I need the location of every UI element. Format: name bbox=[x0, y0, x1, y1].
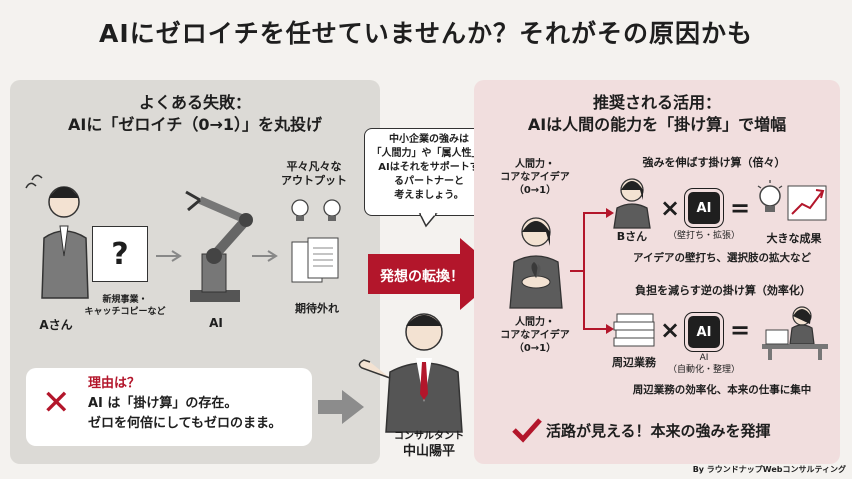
reason-box bbox=[26, 368, 312, 446]
person-a-illustration bbox=[25, 174, 89, 299]
row2-title: 負担を減らす逆の掛け算（効率化） bbox=[635, 284, 811, 297]
dim-lightbulb-icons bbox=[291, 199, 341, 221]
row2-times: × bbox=[660, 316, 681, 344]
question-box: ? bbox=[92, 226, 148, 282]
ai-label: AI bbox=[209, 316, 223, 330]
row2-left-label: 周辺業務 bbox=[612, 356, 656, 369]
credit: By ラウンドナップWebコンサルティング bbox=[692, 465, 846, 474]
bubble-line5: 考えましょう。 bbox=[394, 190, 464, 201]
box-label: 新規事業・ キャッチコピーなど bbox=[70, 294, 180, 318]
output-label-line1: 平々凡々な bbox=[286, 160, 342, 173]
right-heading-line2: AIは人間の能力を「掛け算」で増幅 bbox=[527, 115, 787, 134]
arrow-right-icon-2 bbox=[252, 250, 278, 262]
x-mark-icon: ✕ bbox=[42, 383, 71, 423]
paper-stack-icon bbox=[613, 313, 655, 347]
row2-ai-chip-icon: AI bbox=[688, 316, 720, 348]
core-idea-bottom-line3: （0→1） bbox=[513, 343, 557, 354]
bubble-line4: るパートナーと bbox=[394, 176, 464, 187]
page-title: AIにゼロイチを任せていませんか？それがその原因かも bbox=[99, 19, 753, 48]
row1-title: 強みを伸ばす掛け算（倍々） bbox=[642, 156, 786, 169]
bubble-line3: AIはそれをサポートす bbox=[378, 162, 480, 173]
consultant-illustration bbox=[358, 313, 463, 433]
row1-person-label: Bさん bbox=[616, 230, 648, 243]
woman-at-desk-illustration bbox=[762, 306, 828, 360]
left-heading-line2: AIに「ゼロイチ（0→1）」を丸投げ bbox=[67, 115, 322, 134]
core-idea-bottom-line1: 人間力・ bbox=[515, 317, 555, 328]
core-idea-bottom: 人間力・ コアなアイデア （0→1） bbox=[496, 316, 574, 355]
output-label: 平々凡々な アウトプット bbox=[274, 160, 354, 188]
bubble-line2: 「人間力」や「属人性」。 bbox=[371, 148, 487, 159]
reason-text: 理由は？ AI は「掛け算」の存在。 ゼロを何倍にしてもゼロのまま。 bbox=[88, 374, 308, 434]
consultant-caption: コンサルタント 中山陽平 bbox=[384, 430, 474, 460]
arrow-right-icon bbox=[156, 250, 182, 262]
reason-title: 理由は？ bbox=[88, 376, 141, 391]
branch-arrows-icon bbox=[570, 208, 614, 334]
consultant-name: 中山陽平 bbox=[402, 444, 455, 459]
box-label-line2: キャッチコピーなど bbox=[84, 307, 166, 317]
left-heading: よくある失敗： AIに「ゼロイチ（0→1）」を丸投げ bbox=[10, 92, 380, 136]
row2-ai-label: AI bbox=[699, 353, 709, 363]
left-heading-line1: よくある失敗： bbox=[138, 93, 251, 112]
core-idea-top-line3: （0→1） bbox=[513, 185, 557, 196]
documents-icon bbox=[291, 237, 339, 283]
checkmark-icon bbox=[512, 418, 542, 443]
consultant-role: コンサルタント bbox=[394, 431, 464, 442]
bubble-tail bbox=[418, 212, 438, 228]
row2-equals: = bbox=[730, 316, 751, 344]
conclusion: 活路が見える！本来の強みを発揮 bbox=[546, 422, 771, 440]
row1-ai-sub: （壁打ち・拡張） bbox=[667, 231, 740, 241]
box-label-line1: 新規事業・ bbox=[102, 295, 148, 305]
row1-ai-chip-label: AI bbox=[696, 200, 712, 216]
shift-arrow-icon bbox=[368, 238, 502, 310]
row1-ai-chip-icon: AI bbox=[688, 192, 720, 224]
bubble-line1: 中小企業の強みは bbox=[389, 134, 469, 145]
speech-bubble: 中小企業の強みは 「人間力」や「属人性」。 AIはそれをサポートす るパートナー… bbox=[364, 128, 494, 216]
reason-line2: ゼロを何倍にしてもゼロのまま。 bbox=[88, 416, 282, 431]
row2-ai-chip-label: AI bbox=[696, 324, 712, 340]
row1-desc: アイデアの壁打ち、選択肢の拡大など bbox=[633, 252, 811, 264]
row2-ai-caption: AI （自動化・整理） bbox=[664, 352, 744, 376]
right-heading-line1: 推奨される活用： bbox=[592, 93, 721, 112]
row1-result: 大きな成果 bbox=[766, 232, 822, 245]
row2-desc: 周辺業務の効率化、本来の仕事に集中 bbox=[632, 384, 812, 396]
right-heading: 推奨される活用： AIは人間の能力を「掛け算」で増幅 bbox=[474, 92, 840, 136]
shift-label: 発想の転換！ bbox=[380, 269, 464, 285]
result-label: 期待外れ bbox=[295, 302, 339, 315]
output-label-line2: アウトプット bbox=[281, 174, 347, 187]
person-a-label: Aさん bbox=[39, 318, 73, 332]
row1-equals: = bbox=[730, 194, 751, 222]
woman-with-plant-illustration bbox=[509, 217, 563, 309]
row1-times: × bbox=[660, 194, 681, 222]
core-idea-top-line1: 人間力・ bbox=[515, 159, 555, 170]
question-mark: ? bbox=[111, 236, 129, 272]
core-idea-bottom-line2: コアなアイデア bbox=[500, 330, 570, 341]
row2-ai-sub: （自動化・整理） bbox=[667, 365, 740, 375]
robot-arm-icon bbox=[185, 190, 253, 302]
reason-line1: AI は「掛け算」の存在。 bbox=[88, 396, 238, 411]
core-idea-top-line2: コアなアイデア bbox=[500, 172, 570, 183]
core-idea-top: 人間力・ コアなアイデア （0→1） bbox=[496, 158, 574, 197]
growth-chart-icon bbox=[757, 180, 827, 221]
gray-arrow-icon bbox=[318, 390, 364, 424]
person-b-illustration bbox=[613, 178, 651, 229]
